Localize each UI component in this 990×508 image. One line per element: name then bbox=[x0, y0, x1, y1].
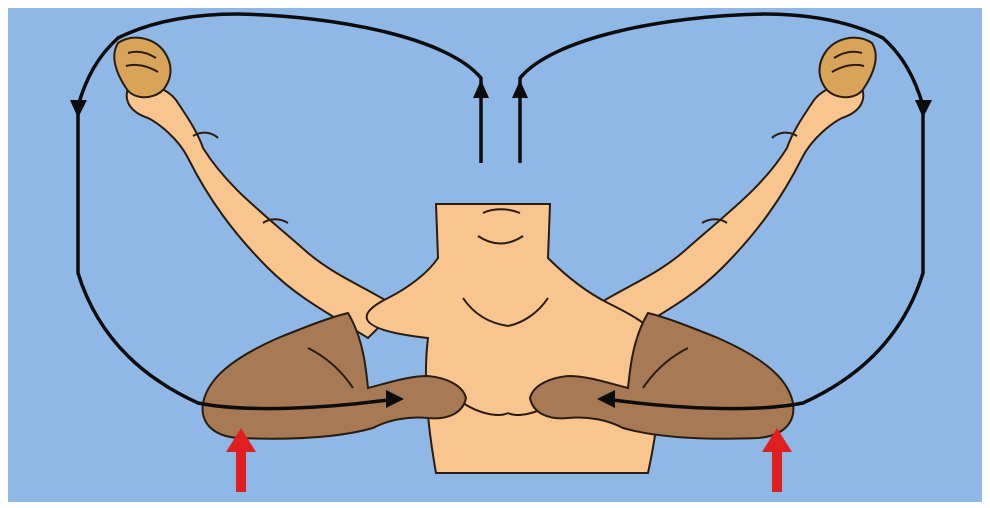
diagram-panel bbox=[8, 8, 982, 502]
chest-compression-diagram bbox=[8, 8, 982, 502]
